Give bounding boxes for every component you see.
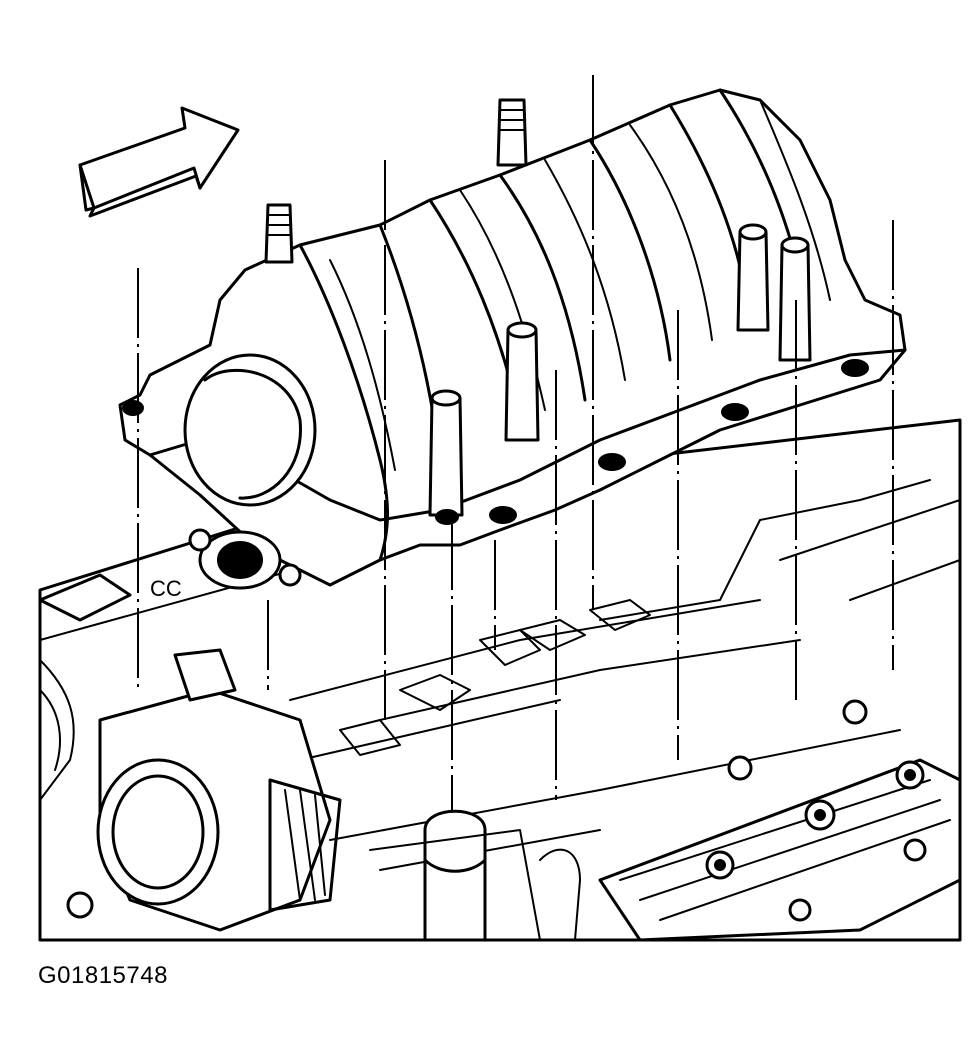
- oil-filler-tube: [369, 809, 581, 942]
- manifold-inlet-cover: [183, 353, 317, 507]
- casting-stamp: CC: [150, 576, 182, 601]
- engine-bolt: [842, 699, 868, 725]
- throttle-bore: [96, 758, 220, 906]
- alignment-lines: [137, 75, 894, 810]
- intake-manifold-diagram: CC: [38, 75, 962, 942]
- throttle-body: [66, 648, 342, 932]
- valve-cover-bolt: [705, 760, 927, 922]
- manifold-bolt: [122, 359, 869, 525]
- throttle-position-sensor: [173, 648, 237, 702]
- front-arrow-icon: [78, 106, 240, 218]
- valve-cover: [598, 699, 962, 942]
- figure-id-label: G01815748: [38, 962, 168, 989]
- engine-block: [38, 418, 962, 942]
- engine-bolt: [727, 755, 753, 781]
- engine-front-accessory: [38, 573, 132, 801]
- manifold-stud: [264, 98, 528, 264]
